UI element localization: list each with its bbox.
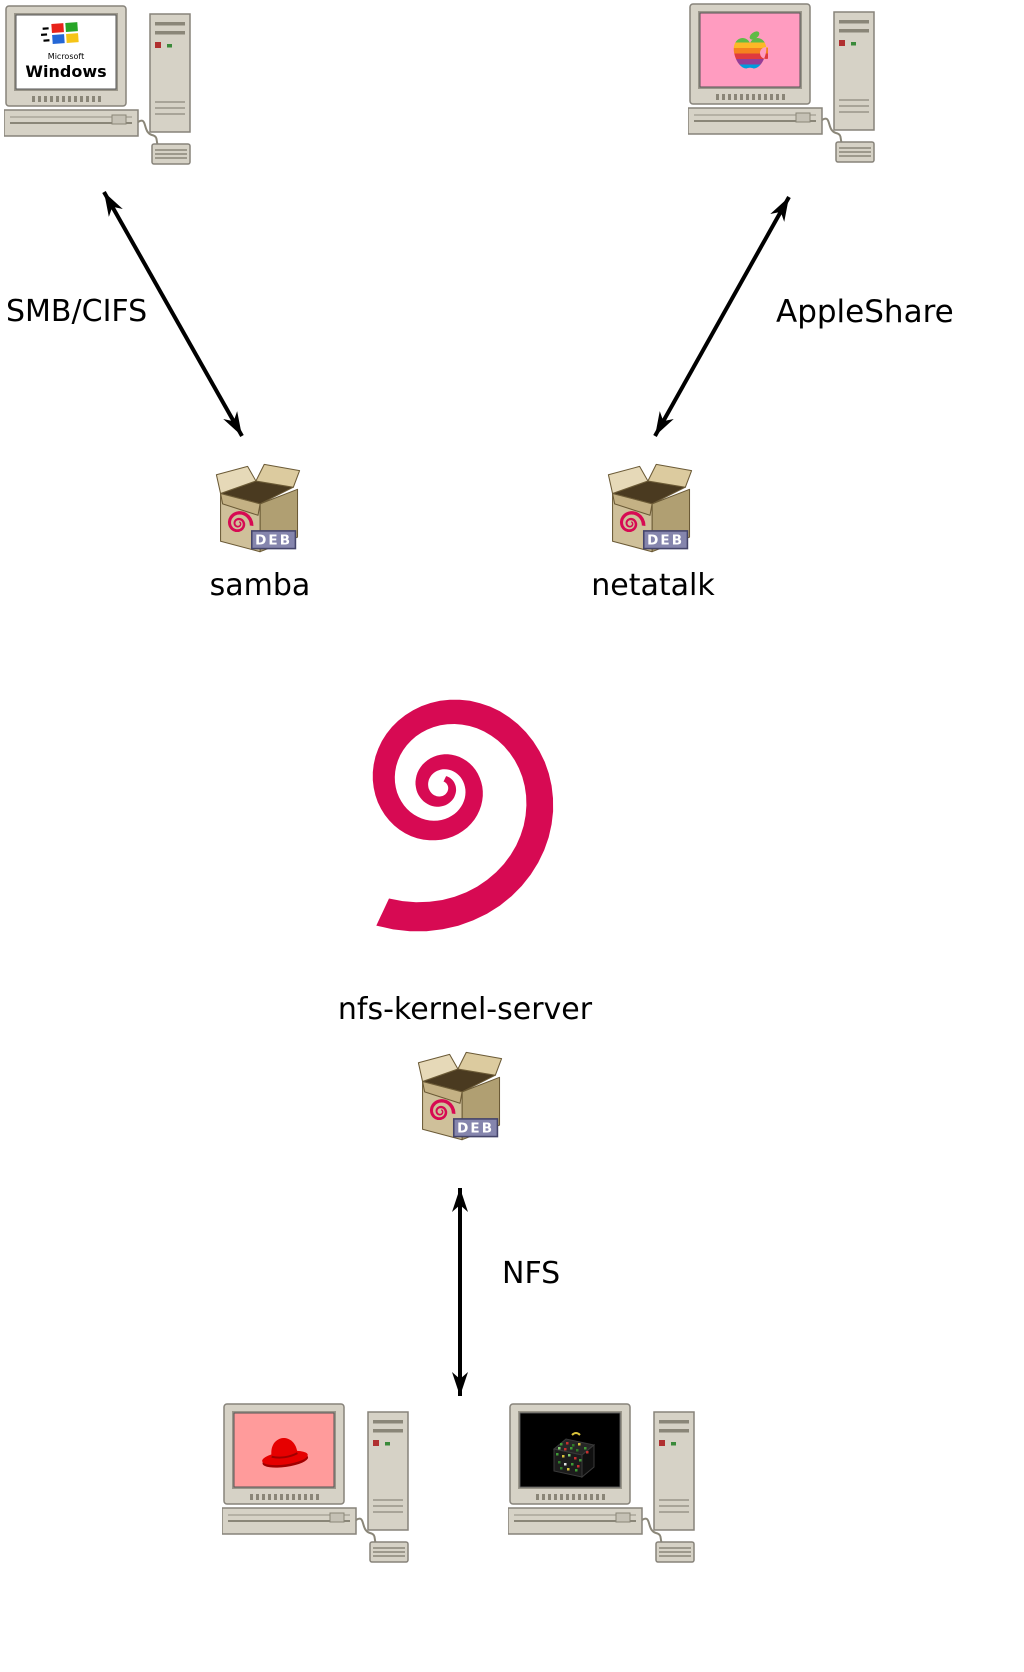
unix-computer-icon bbox=[508, 1402, 698, 1567]
debian-swirl-path bbox=[372, 699, 554, 932]
windows-logo: Microsoft Windows bbox=[15, 14, 117, 90]
deb-badge: DEB bbox=[642, 530, 689, 550]
windows-brand: Windows bbox=[25, 62, 106, 81]
nfs-deb-package-icon: DEB bbox=[417, 1051, 503, 1141]
nfs-label: NFS bbox=[502, 1256, 561, 1291]
deb-package-icon: DEB bbox=[215, 463, 301, 553]
smb-cifs-label: SMB/CIFS bbox=[6, 294, 148, 329]
appleshare-double-arrow-icon bbox=[653, 196, 791, 437]
debian-swirl-icon bbox=[372, 699, 554, 932]
windows-brand-small: Microsoft bbox=[48, 52, 84, 61]
debian-swirl-small-icon bbox=[227, 511, 254, 533]
svg-text:DEB: DEB bbox=[255, 532, 292, 548]
apple-computer-icon bbox=[688, 2, 878, 167]
nfs-kernel-server-label: nfs-kernel-server bbox=[337, 992, 593, 1027]
debian-swirl-small-icon bbox=[429, 1099, 456, 1121]
svg-text:DEB: DEB bbox=[647, 532, 684, 548]
deb-package-icon: DEB bbox=[607, 463, 693, 553]
svg-text:DEB: DEB bbox=[457, 1120, 494, 1136]
netatalk-label: netatalk bbox=[591, 568, 715, 603]
deb-badge: DEB bbox=[452, 1118, 499, 1138]
red-hat-logo bbox=[233, 1412, 335, 1488]
samba-label: samba bbox=[209, 568, 311, 603]
dark-cube-art bbox=[519, 1412, 621, 1488]
debian-swirl-small-icon bbox=[619, 511, 646, 533]
windows-computer-icon: Microsoft Windows bbox=[4, 4, 194, 169]
samba-deb-package-icon: DEB bbox=[215, 463, 301, 553]
deb-badge: DEB bbox=[250, 530, 297, 550]
apple-logo bbox=[699, 12, 801, 88]
appleshare-label: AppleShare bbox=[776, 294, 954, 330]
redhat-computer-icon bbox=[222, 1402, 412, 1567]
deb-package-icon: DEB bbox=[417, 1051, 503, 1141]
netatalk-deb-package-icon: DEB bbox=[607, 463, 693, 553]
